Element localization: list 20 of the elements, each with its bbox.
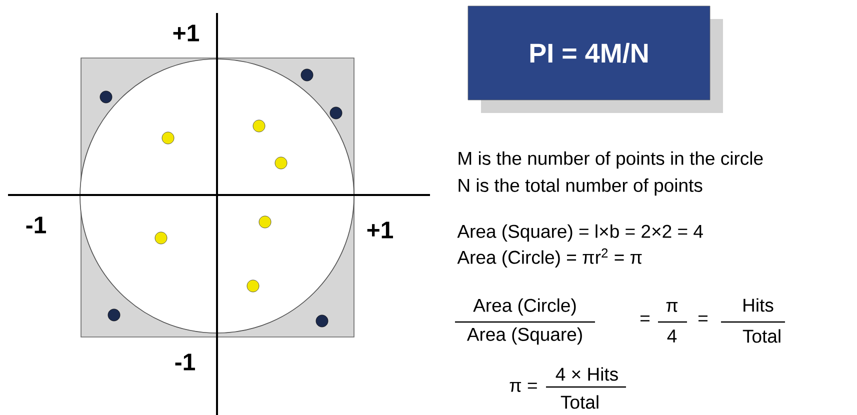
axis-label: +1 xyxy=(173,24,200,42)
axis-label: -1 xyxy=(175,354,195,370)
formula-text: Total xyxy=(742,329,780,343)
formula-text: Total xyxy=(560,395,598,409)
formula-box: PI = 4M/N xyxy=(468,6,723,113)
formula-text: π xyxy=(666,302,678,312)
axis-label: +1 xyxy=(367,222,393,238)
formula-text: N is the total number of points xyxy=(458,178,702,196)
formula-text: = xyxy=(698,315,708,322)
axis-label: -1 xyxy=(26,216,46,234)
formula-text: Hits xyxy=(744,298,774,312)
formula-text: M is the number of points in the circle xyxy=(458,151,763,169)
formula-text: Area (Square) xyxy=(466,327,582,345)
formula-text: 4 × Hits xyxy=(556,367,618,381)
formula-text: 4 xyxy=(667,330,677,342)
formula-text: = xyxy=(640,315,650,322)
formula-text: Area (Circle) = πr$^{2}$ = π xyxy=(457,248,642,268)
formula-text: π = xyxy=(510,382,537,392)
formula-text: Area (Circle) xyxy=(473,298,576,316)
formula-text: Area (Square) = l×b = 2×2 = 4 xyxy=(457,224,703,242)
